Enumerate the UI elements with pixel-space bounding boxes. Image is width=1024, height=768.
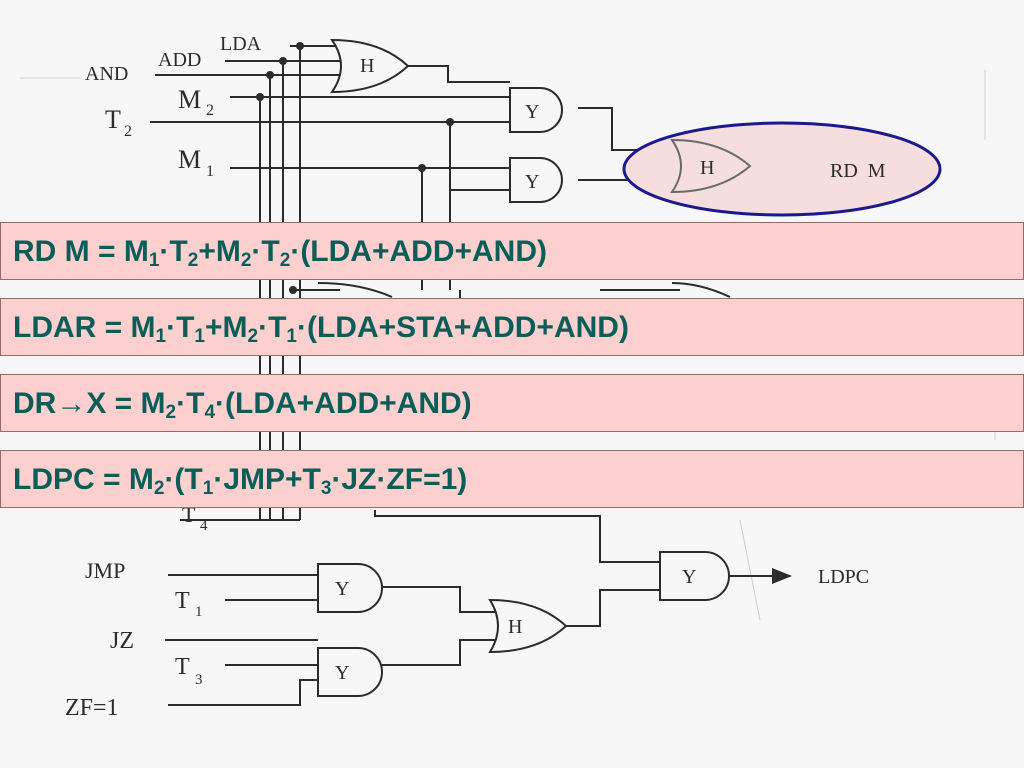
input-lda: LDA [220,33,262,55]
equation-rd-m: RD M = M1·T2+M2·T2·(LDA+ADD+AND) [0,222,1024,280]
input-m2-sub: 2 [206,102,214,119]
eq3-part: DR→X = M [13,387,166,420]
equation-ldar: LDAR = M1·T1+M2·T1·(LDA+STA+ADD+AND) [0,298,1024,356]
eq3-part: ·(LDA+ADD+AND) [215,387,472,420]
input-t4: T [182,502,196,527]
eq1-part: ·T [159,235,188,268]
eq2-part: ·T [258,311,287,344]
eq4-sub: 3 [320,478,332,499]
eq2-part: ·(LDA+STA+ADD+AND) [296,311,629,344]
eq4-part: ·JMP+T [213,463,321,496]
eq4-part: ·(T [164,463,203,496]
output-rd-m: RD M [830,160,886,182]
or-gate-h-rdm-label: H [700,157,714,179]
eq4-part: LDPC = M [13,463,154,496]
eq1-part: ·(LDA+ADD+AND) [290,235,547,268]
input-t3-sub: 3 [195,672,203,688]
or-gate-h-top [330,38,410,94]
input-t2-sub: 2 [124,123,132,140]
and-gate-y-1-label: Y [525,101,539,123]
eq1-sub: 2 [279,250,291,271]
eq2-sub: 1 [194,326,205,347]
eq1-part: +M [198,235,241,268]
or-gate-h-rdm [670,138,752,194]
eq1-sub: 2 [240,250,252,271]
or-gate-h-top-label: H [360,55,374,77]
and-gate-y-jmp-label: Y [335,578,349,600]
input-t2: T [105,105,121,134]
eq2-part: +M [204,311,248,344]
or-gate-h-lower-label: H [508,616,522,638]
input-jmp: JMP [85,558,125,583]
eq1-sub: 2 [187,250,199,271]
input-t3: T [175,654,190,680]
eq4-sub: 1 [202,478,214,499]
equation-dr-x: DR→X = M2·T4·(LDA+ADD+AND) [0,374,1024,432]
input-jz: JZ [110,628,134,654]
input-m1: M [178,145,201,174]
input-t4-sub: 4 [200,518,208,534]
eq2-sub: 2 [247,326,259,347]
input-m2: M [178,85,201,114]
eq2-sub: 1 [155,326,167,347]
eq2-sub: 1 [286,326,297,347]
eq3-sub: 4 [204,402,216,423]
and-gate-y-jz [317,647,383,697]
highlight-ellipse [622,121,942,217]
eq1-part: ·T [251,235,280,268]
eq3-part: ·T [176,387,205,420]
partial-gates [317,282,731,298]
input-add: ADD [158,49,201,71]
equation-ldpc: LDPC = M2·(T1·JMP+T3·JZ·ZF=1) [0,450,1024,508]
or-gate-h-lower [488,598,568,654]
input-t1-sub: 1 [195,604,203,620]
input-zf: ZF=1 [65,695,119,721]
and-gate-y-ldpc-label: Y [682,566,696,588]
and-gate-y-1 [509,87,563,133]
eq3-sub: 2 [165,402,177,423]
and-gate-y-jz-label: Y [335,662,349,684]
eq4-sub: 2 [153,478,165,499]
eq2-part: ·T [166,311,195,344]
eq4-part: ·JZ·ZF=1) [331,463,468,496]
and-gate-y-jmp [317,563,383,613]
and-gate-y-ldpc [659,551,730,601]
eq2-part: LDAR = M [13,311,156,344]
and-gate-y-2 [509,157,563,203]
eq1-part: RD M = M [13,235,149,268]
input-m1-sub: 1 [206,163,214,180]
eq1-sub: 1 [148,250,160,271]
and-gate-y-2-label: Y [525,171,539,193]
input-and: AND [85,63,128,85]
input-t1: T [175,588,190,614]
output-ldpc: LDPC [818,566,869,588]
junction-dots [256,42,454,294]
